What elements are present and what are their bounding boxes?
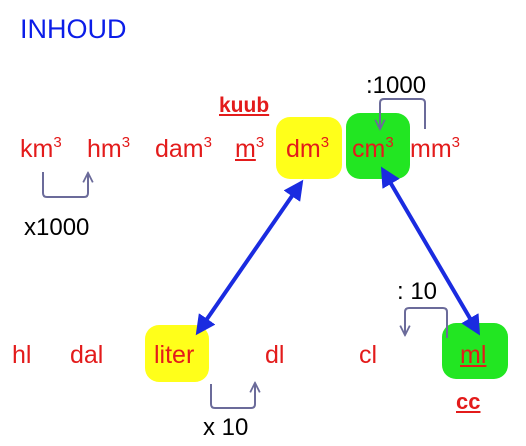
page-title: INHOUD bbox=[20, 14, 127, 44]
multiply-10-hook-icon bbox=[210, 384, 255, 409]
unit-hl: hl bbox=[12, 341, 32, 369]
multiply-1000-hook-icon bbox=[42, 172, 88, 198]
cm3-ml-arrow bbox=[380, 166, 481, 336]
unit-ml: ml bbox=[460, 341, 487, 369]
cubic-label: kuub bbox=[219, 94, 270, 117]
cc-label: cc bbox=[456, 389, 481, 414]
dm3-highlight bbox=[276, 117, 342, 179]
unit-dm3: dm3 bbox=[286, 134, 330, 163]
divide-10-hook-icon bbox=[405, 307, 448, 338]
unit-hm3: hm3 bbox=[87, 134, 131, 163]
unit-dam3: dam3 bbox=[155, 134, 212, 163]
unit-dl: dl bbox=[265, 341, 285, 369]
unit-liter: liter bbox=[154, 341, 195, 369]
unit-mm3: mm3 bbox=[410, 134, 460, 163]
unit-dal: dal bbox=[70, 341, 104, 369]
unit-cl: cl bbox=[359, 341, 378, 369]
unit-cm3: cm3 bbox=[352, 134, 394, 163]
dm3-liter-arrow bbox=[195, 179, 304, 336]
unit-km3: km3 bbox=[20, 134, 62, 163]
unit-m3: m3 bbox=[235, 134, 265, 163]
divide-1000-hook-icon bbox=[380, 98, 426, 129]
liquid-multiply-factor: x 10 bbox=[203, 414, 249, 441]
cubic-divide-factor: :1000 bbox=[366, 72, 427, 99]
cubic-multiply-factor: x1000 bbox=[24, 214, 90, 241]
